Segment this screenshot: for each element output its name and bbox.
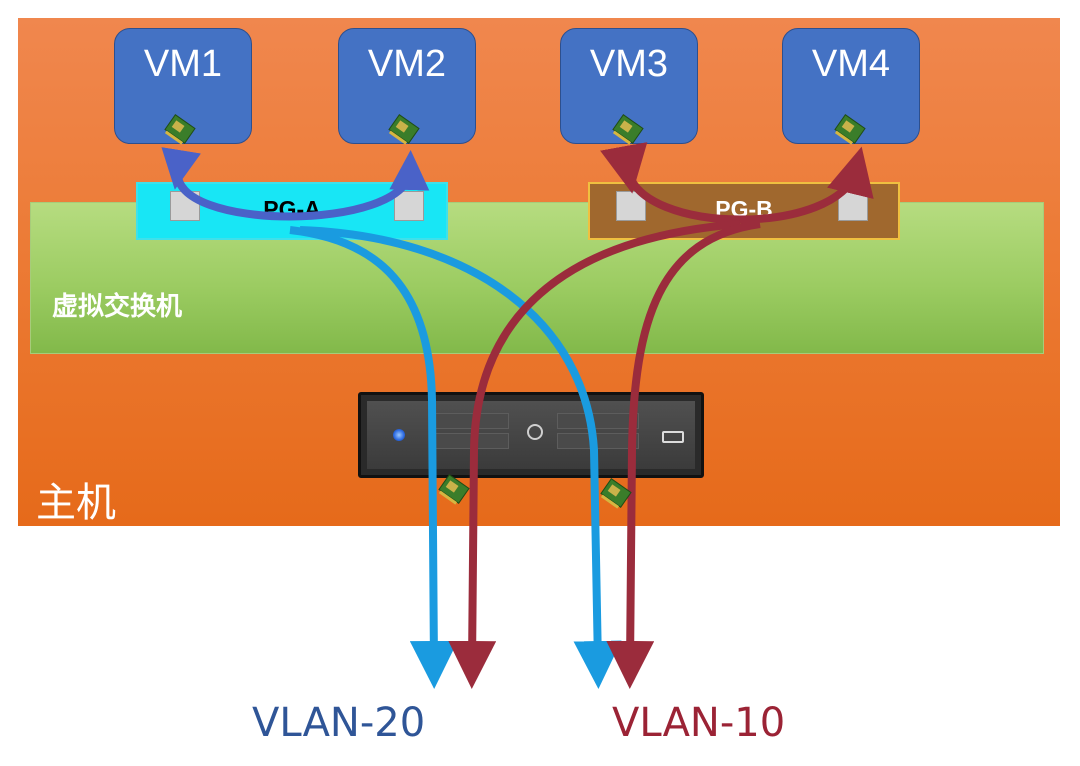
vlan-10-flow-inner (606, 220, 761, 689)
power-led-icon (393, 429, 405, 441)
vlan-20-label: VLAN-20 (252, 700, 426, 746)
pg-b-local-flow (600, 142, 874, 224)
vlan-10-label: VLAN-10 (612, 700, 786, 746)
drive-bay (557, 433, 639, 449)
vlan-20-flow-outer (299, 226, 622, 689)
vm-1-label: VM1 (143, 43, 223, 85)
network-card-icon (600, 478, 632, 509)
vm-1: VM1 (114, 28, 252, 144)
network-card-icon (612, 114, 644, 145)
network-card-icon (164, 114, 196, 145)
pg-a-port-right (394, 191, 424, 221)
network-card-icon (438, 474, 470, 505)
vlan-20-flow-inner (289, 226, 458, 689)
vm-4-label: VM4 (811, 43, 891, 85)
virtual-switch-label: 虚拟交换机 (52, 292, 183, 322)
network-card-icon (388, 114, 420, 145)
server-icon (367, 401, 695, 469)
power-button-icon (527, 424, 543, 440)
usb-port-icon (662, 431, 684, 443)
vlan-10-flow-outer (448, 220, 741, 689)
network-card-icon (834, 114, 866, 145)
host-label: 主机 (36, 480, 116, 526)
pg-a-local-flow (161, 147, 430, 221)
vm-2-label: VM2 (367, 43, 447, 85)
drive-bay (557, 413, 639, 429)
vm-3-label: VM3 (589, 43, 669, 85)
physical-server (358, 392, 704, 478)
